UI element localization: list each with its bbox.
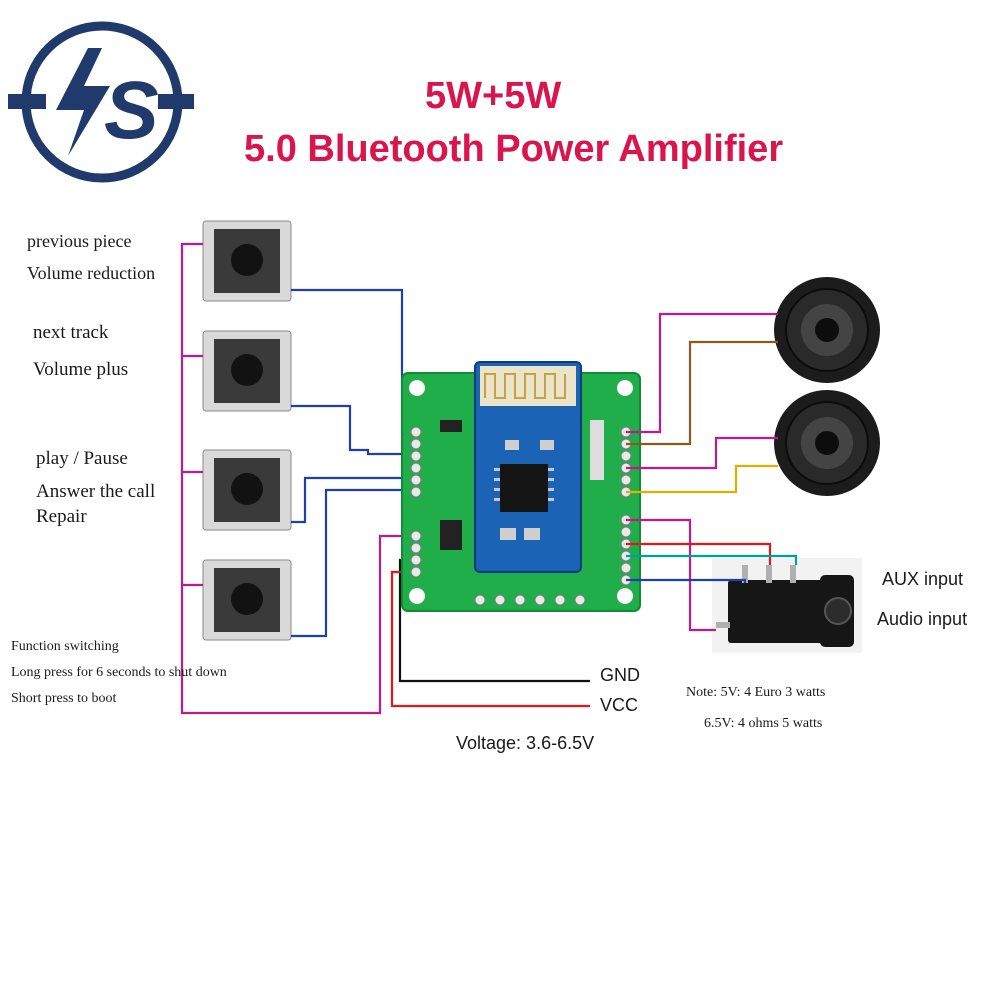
label-volume-reduction: Volume reduction — [27, 263, 156, 283]
label-audio-input: Audio input — [877, 609, 968, 629]
label-aux-input: AUX input — [882, 569, 964, 589]
speaker-2 — [774, 390, 880, 496]
title-product: 5.0 Bluetooth Power Amplifier — [244, 128, 784, 170]
label-previous-piece: previous piece — [27, 231, 132, 251]
label-play-pause: play / Pause — [36, 448, 128, 469]
bluetooth-module — [474, 361, 582, 573]
brand-logo: S — [8, 21, 194, 183]
tactile-button-3 — [202, 449, 292, 531]
logo-letter: S — [104, 65, 159, 156]
label-gnd: GND — [600, 665, 640, 685]
note-6v: 6.5V: 4 ohms 5 watts — [704, 716, 823, 731]
tactile-button-4 — [202, 559, 292, 641]
label-repair: Repair — [36, 506, 87, 527]
speaker-wires — [626, 312, 778, 494]
note-5v: Note: 5V: 4 Euro 3 watts — [686, 685, 826, 700]
label-short-press: Short press to boot — [11, 691, 117, 706]
label-function-switching: Function switching — [11, 639, 119, 654]
tactile-button-1 — [202, 220, 292, 302]
label-volume-plus: Volume plus — [33, 359, 129, 380]
aux-jack — [712, 558, 862, 653]
audio-wires — [626, 518, 798, 632]
label-long-press: Long press for 6 seconds to shut down — [11, 665, 227, 680]
speaker-1 — [774, 277, 880, 383]
label-voltage: Voltage: 3.6-6.5V — [456, 733, 595, 753]
label-answer-call: Answer the call — [36, 481, 156, 502]
label-next-track: next track — [33, 322, 109, 343]
label-vcc: VCC — [600, 695, 639, 715]
tactile-button-2 — [202, 330, 292, 412]
title-power: 5W+5W — [425, 75, 562, 117]
